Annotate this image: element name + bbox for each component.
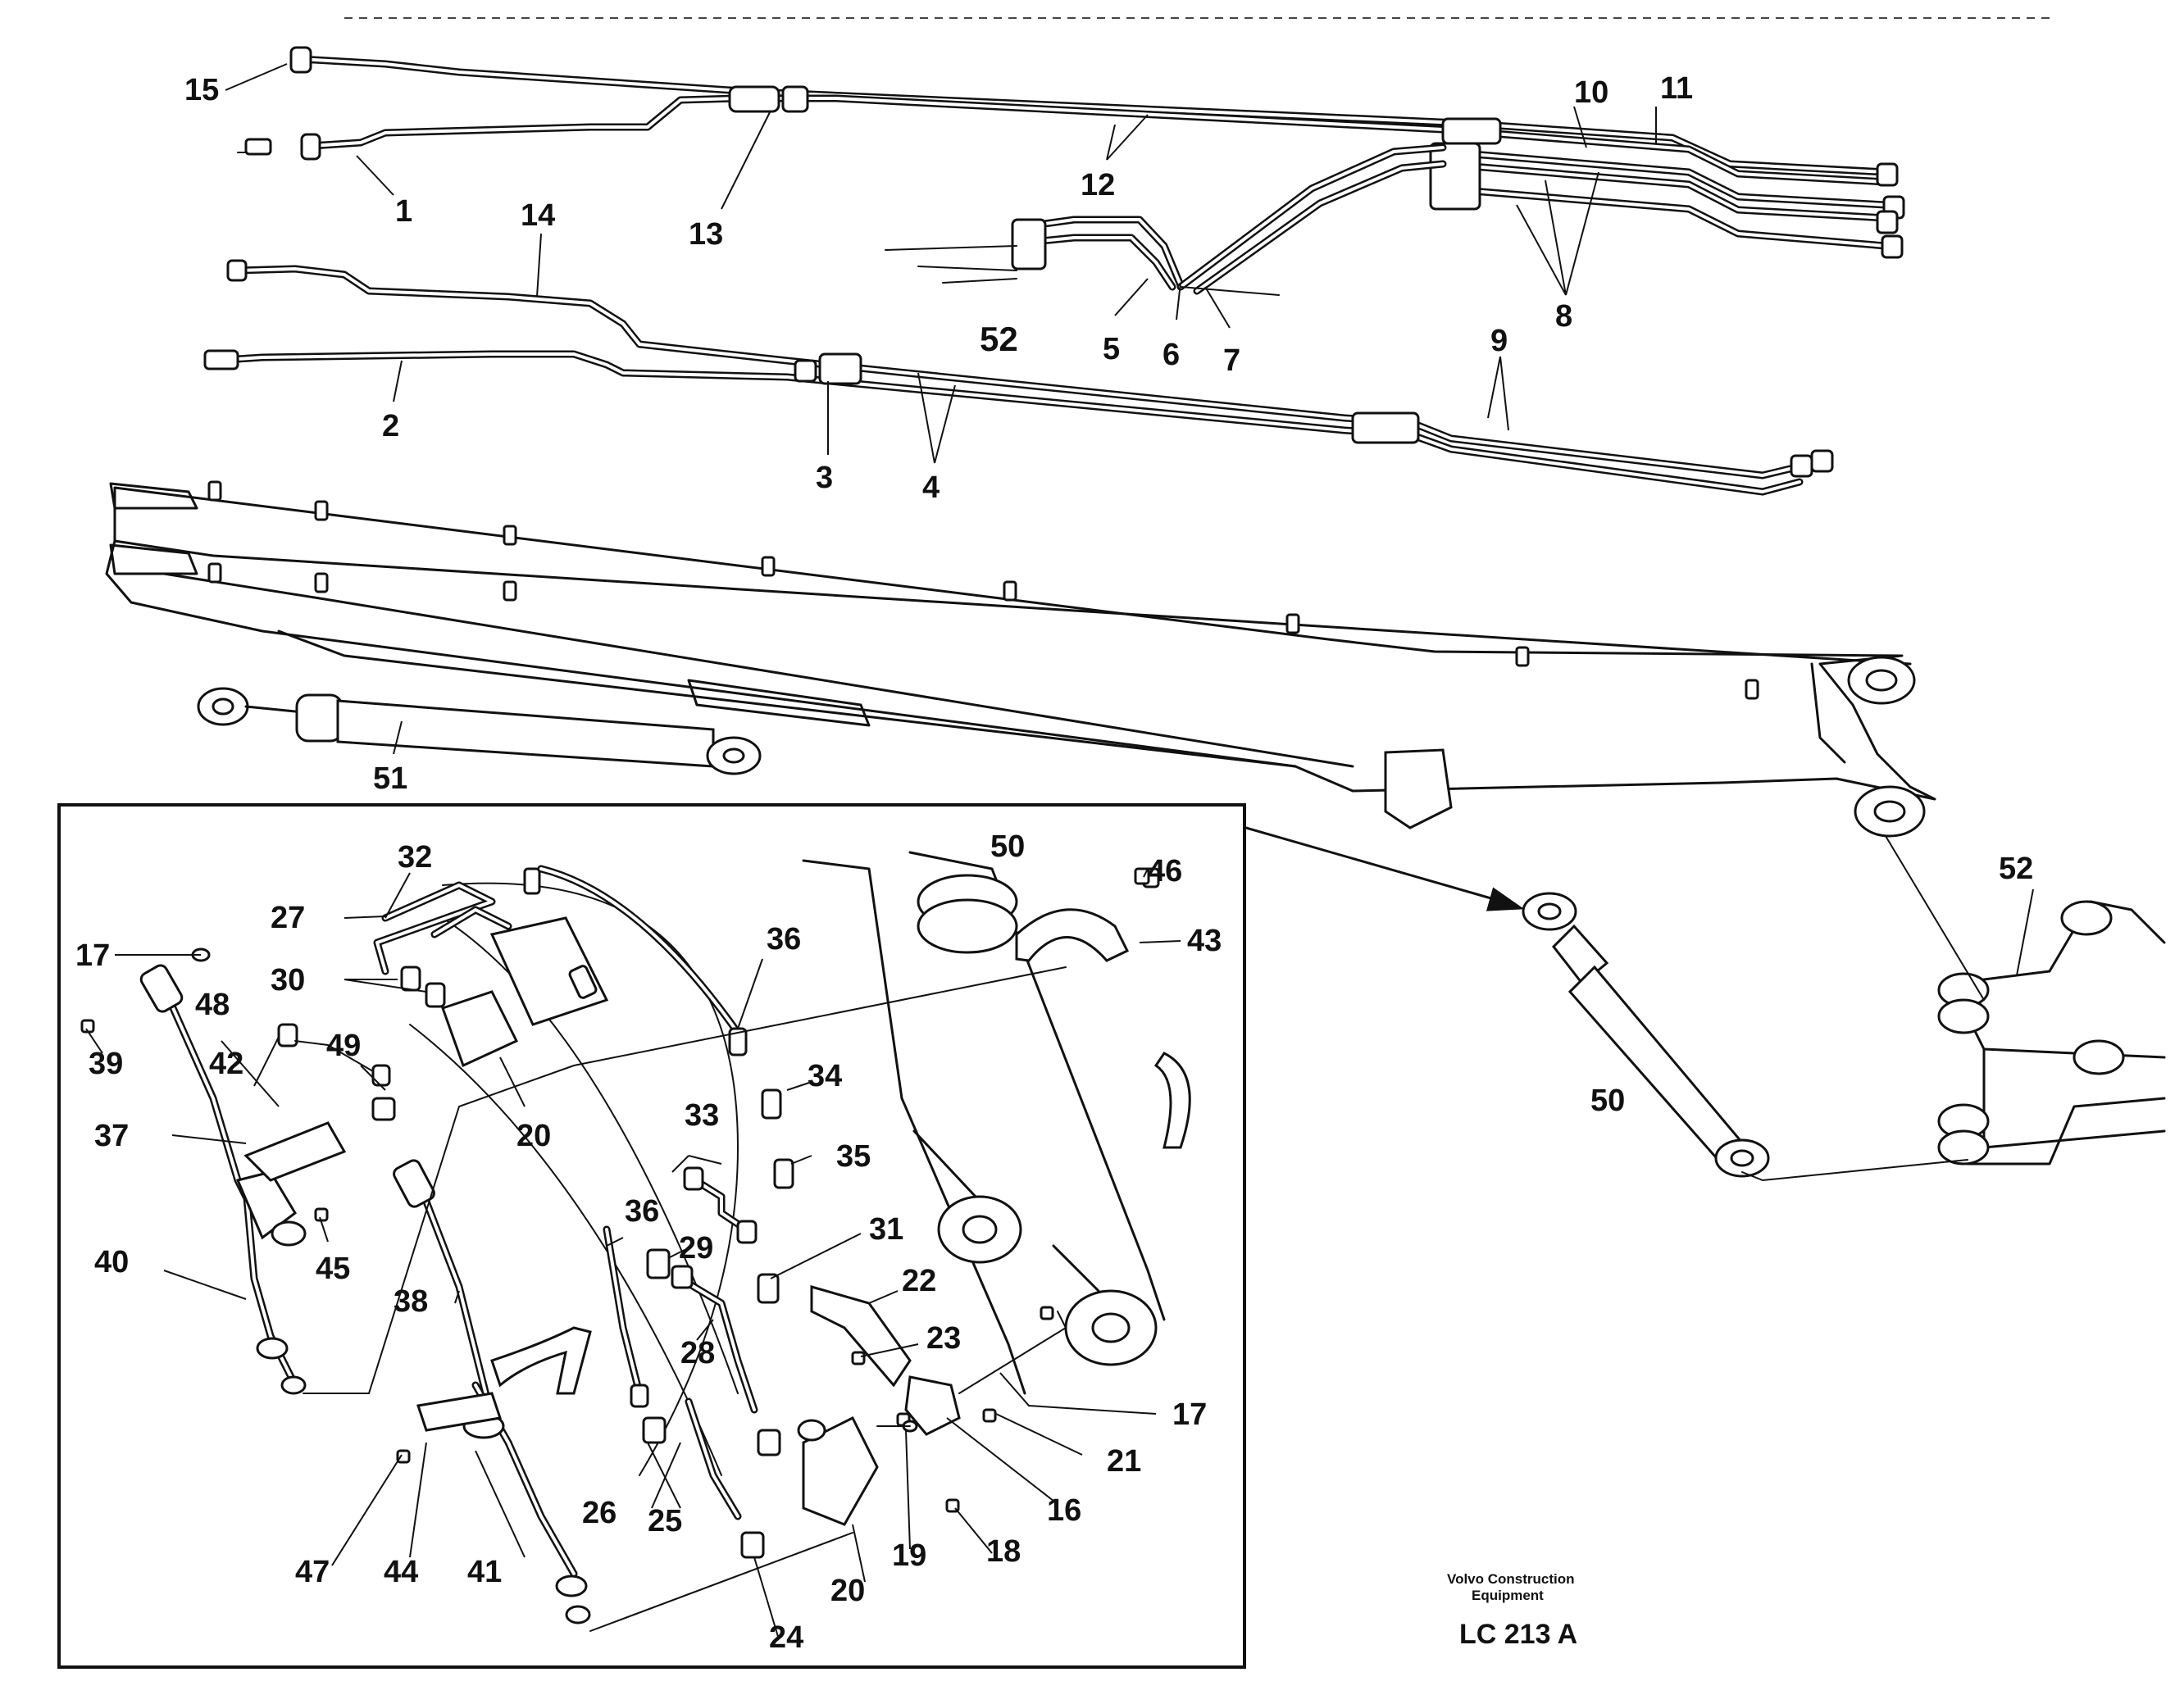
label-16: 16 [1047, 1493, 1081, 1528]
label-40: 40 [94, 1245, 129, 1279]
label-22: 22 [902, 1264, 936, 1298]
label-52-upper: 52 [980, 320, 1018, 358]
clamp-52-upper [1011, 218, 1047, 270]
upper-pipe-group [237, 46, 1905, 259]
boom-arm [105, 480, 1936, 838]
label-43: 43 [1187, 924, 1222, 958]
label-26: 26 [582, 1496, 617, 1530]
label-50-right: 50 [1590, 1084, 1625, 1118]
company-name-line1: Volvo Construction [1447, 1571, 1575, 1587]
title-block: Volvo Construction Equipment LC 213 A [1447, 1571, 1577, 1650]
label-8: 8 [1555, 299, 1572, 334]
label-18: 18 [986, 1534, 1021, 1569]
label-17-right: 17 [1172, 1397, 1207, 1432]
clamp-13 [728, 85, 780, 113]
pipes-5-6-7 [885, 143, 1447, 296]
label-36-upper: 36 [767, 922, 801, 957]
label-2: 2 [382, 409, 399, 443]
fitting-15-end [289, 46, 312, 74]
middle-pipe-group [203, 259, 1834, 496]
detail-view [80, 851, 1191, 1632]
label-13: 13 [689, 217, 723, 252]
label-9: 9 [1490, 324, 1508, 358]
label-5: 5 [1103, 332, 1120, 366]
fitting-1-end [300, 133, 321, 161]
part-52-right [1937, 900, 2166, 1166]
label-14: 14 [521, 198, 555, 233]
label-20-upper: 20 [516, 1119, 551, 1153]
detail-arrow [1244, 826, 1518, 907]
label-36-lower: 36 [625, 1194, 659, 1229]
valve-block-20-lower [802, 1415, 879, 1526]
label-19: 19 [892, 1538, 926, 1573]
label-34: 34 [808, 1059, 842, 1093]
label-50-detail: 50 [990, 829, 1025, 864]
label-27: 27 [271, 901, 305, 935]
label-1: 1 [395, 194, 412, 229]
label-42: 42 [209, 1047, 243, 1081]
label-49: 49 [326, 1029, 361, 1063]
clamp-9 [1351, 411, 1420, 444]
clamp-3 [818, 352, 862, 385]
label-6: 6 [1163, 338, 1180, 372]
label-29: 29 [679, 1231, 713, 1266]
label-30: 30 [271, 963, 305, 997]
detail-frame [57, 803, 1246, 1669]
label-39: 39 [89, 1047, 123, 1081]
company-name-line2: Equipment [1472, 1588, 1544, 1603]
label-32: 32 [398, 840, 432, 875]
label-23: 23 [926, 1321, 961, 1356]
fitting-2-end [203, 349, 239, 370]
label-38: 38 [394, 1284, 428, 1319]
drawing-code: LC 213 A [1459, 1619, 1577, 1650]
label-47: 47 [295, 1555, 330, 1589]
label-15: 15 [184, 73, 219, 107]
label-28: 28 [680, 1336, 715, 1370]
callout-labels: 15 1 13 14 2 3 4 12 10 11 8 52 5 6 7 9 5… [75, 71, 2033, 1655]
clamp-upper-right [1441, 117, 1502, 145]
label-52-right: 52 [1999, 852, 2033, 886]
label-21: 21 [1107, 1444, 1141, 1479]
cylinder-50-right [1522, 892, 1770, 1178]
fitting-14-end [226, 259, 248, 282]
label-17-left: 17 [75, 938, 110, 973]
label-33: 33 [685, 1098, 719, 1133]
label-46: 46 [1148, 854, 1182, 888]
mount-box [1384, 748, 1453, 829]
label-51: 51 [373, 761, 407, 796]
label-45: 45 [316, 1252, 350, 1286]
label-44: 44 [384, 1555, 418, 1589]
label-3: 3 [816, 461, 833, 495]
label-48: 48 [195, 988, 230, 1022]
leader-lines [85, 63, 2034, 1640]
label-35: 35 [836, 1139, 871, 1174]
label-25: 25 [648, 1504, 682, 1538]
label-31: 31 [869, 1212, 903, 1247]
label-12: 12 [1081, 168, 1115, 202]
label-20-lower: 20 [830, 1574, 865, 1608]
label-11: 11 [1660, 71, 1693, 106]
label-37: 37 [94, 1119, 129, 1153]
label-7: 7 [1223, 343, 1240, 378]
label-4: 4 [922, 470, 940, 505]
label-24: 24 [769, 1620, 803, 1655]
label-10: 10 [1574, 75, 1608, 110]
label-41: 41 [467, 1555, 502, 1589]
cylinder-51 [197, 687, 762, 775]
